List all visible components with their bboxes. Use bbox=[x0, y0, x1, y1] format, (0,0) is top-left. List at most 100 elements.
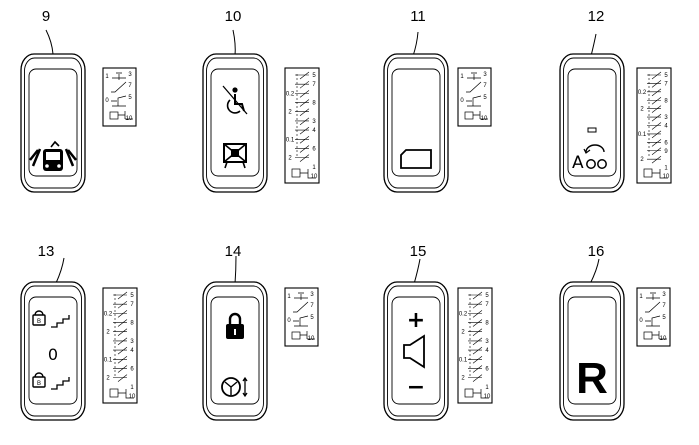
center-position-label: 0 bbox=[48, 345, 58, 364]
diagram-terminal-label: 10 bbox=[129, 394, 136, 400]
vehicle-lights-icon bbox=[29, 140, 77, 171]
switch-15: 15+− bbox=[383, 243, 449, 421]
steering-adjust-icon bbox=[221, 376, 248, 398]
diagram-terminal-label: 2 bbox=[640, 107, 644, 113]
leader-line-9 bbox=[45, 29, 54, 55]
diagram-terminal-label: 3 bbox=[310, 292, 314, 298]
reverse-letter: R bbox=[576, 354, 608, 403]
diagram-terminal-label: 9 bbox=[664, 149, 668, 155]
svg-text:B: B bbox=[37, 381, 41, 387]
lock-stairs-down-icon: B bbox=[32, 372, 70, 390]
diagram-terminal-label: 7 bbox=[130, 302, 134, 308]
ramp-crossed-icon bbox=[223, 143, 247, 169]
switch-9: 9 bbox=[20, 8, 86, 193]
diagram-terminal-label: 7 bbox=[128, 83, 132, 89]
diagram-terminal-label: 10 bbox=[484, 394, 491, 400]
diagram-terminal-label: 2 bbox=[288, 156, 292, 162]
diagram-terminal-label: 1 bbox=[287, 294, 291, 300]
diagram-terminal-label: 2 bbox=[461, 376, 465, 382]
switch-number-label: 10 bbox=[225, 8, 242, 25]
diagram-terminal-label: 8 bbox=[130, 321, 134, 327]
switch-number-label: 14 bbox=[225, 243, 242, 260]
rocker-bezel bbox=[206, 57, 264, 189]
switch-number-label: 9 bbox=[42, 8, 50, 25]
diagram-terminal-label: 3 bbox=[662, 292, 666, 298]
diagram-terminal-label: 0 bbox=[639, 318, 643, 324]
diagram-terminal-label: 8 bbox=[664, 98, 668, 104]
switch-number-label: 12 bbox=[588, 8, 605, 25]
diagram-terminal-label: 0.2 bbox=[459, 311, 468, 317]
diagram-frame bbox=[102, 287, 138, 404]
rocker-face bbox=[391, 68, 441, 177]
rocker-face bbox=[28, 296, 78, 405]
diagram-frame bbox=[636, 287, 671, 347]
diagram-terminal-label: 1 bbox=[664, 166, 668, 172]
rocker-face bbox=[567, 296, 617, 405]
rocker-housing bbox=[383, 281, 449, 421]
diagram-terminal-label: 6 bbox=[485, 366, 489, 372]
diagram-terminal-label: 5 bbox=[485, 293, 489, 299]
rocker-housing bbox=[383, 53, 449, 193]
diagram-terminal-label: 5 bbox=[662, 315, 666, 321]
diagram-terminal-label: 3 bbox=[312, 119, 316, 125]
switch-16: 16R bbox=[559, 243, 625, 421]
rocker-face bbox=[210, 296, 260, 405]
rocker-bezel bbox=[387, 57, 445, 189]
diagram-terminal-label: 6 bbox=[130, 366, 134, 372]
diagram-terminal-label: 5 bbox=[130, 293, 134, 299]
diagram-terminal-label: 2 bbox=[640, 157, 644, 163]
leader-line-11 bbox=[412, 31, 419, 57]
diagram-terminal-label: 1 bbox=[460, 74, 464, 80]
rocker-housing bbox=[559, 53, 625, 193]
rocker-face bbox=[210, 68, 260, 177]
diagram-terminal-label: 0 bbox=[460, 98, 464, 104]
diagram-terminal-label: 0.2 bbox=[638, 90, 647, 96]
rocker-housing bbox=[202, 281, 268, 421]
rocker-bezel bbox=[24, 57, 82, 189]
diagram-terminal-label: 5 bbox=[310, 315, 314, 321]
diagram-terminal-label: 2 bbox=[288, 110, 292, 116]
switch-14: 14 bbox=[202, 243, 268, 421]
diagram-terminal-label: 4 bbox=[130, 348, 134, 354]
diagram-terminal-label: 5 bbox=[312, 73, 316, 79]
diagram-terminal-label: 6 bbox=[312, 146, 316, 152]
switch-10: 10 bbox=[202, 8, 268, 193]
blank-indicator-icon bbox=[400, 149, 432, 169]
diagram-frame bbox=[284, 67, 320, 184]
diagram-terminal-label: 8 bbox=[485, 321, 489, 327]
diagram-terminal-label: 7 bbox=[312, 82, 316, 88]
minus-label: − bbox=[407, 375, 425, 400]
diagram-terminal-label: 5 bbox=[128, 95, 132, 101]
diagram-terminal-label: 0 bbox=[287, 318, 291, 324]
rocker-bezel bbox=[24, 285, 82, 417]
rocker-housing bbox=[20, 53, 86, 193]
diagram-terminal-label: 4 bbox=[485, 348, 489, 354]
leader-line-14 bbox=[234, 255, 237, 285]
svg-text:A: A bbox=[572, 153, 584, 173]
diagram-terminal-label: 8 bbox=[312, 101, 316, 107]
diagram-terminal-label: 7 bbox=[310, 303, 314, 309]
diagram-terminal-label: 1 bbox=[312, 165, 316, 171]
rocker-housing bbox=[202, 53, 268, 193]
diagram-terminal-label: 0.1 bbox=[286, 137, 295, 143]
diagram-terminal-label: 7 bbox=[662, 303, 666, 309]
rocker-face bbox=[391, 296, 441, 405]
rocker-bezel bbox=[206, 285, 264, 417]
diagram-terminal-label: 2 bbox=[461, 330, 465, 336]
rocker-bezel bbox=[387, 285, 445, 417]
rocker-housing bbox=[559, 281, 625, 421]
diagram-frame bbox=[457, 287, 493, 404]
diagram-terminal-label: 0.1 bbox=[638, 132, 647, 138]
rocker-face bbox=[567, 68, 617, 177]
rocker-bezel bbox=[563, 285, 621, 417]
svg-text:B: B bbox=[37, 319, 41, 325]
diagram-terminal-label: 2 bbox=[106, 376, 110, 382]
